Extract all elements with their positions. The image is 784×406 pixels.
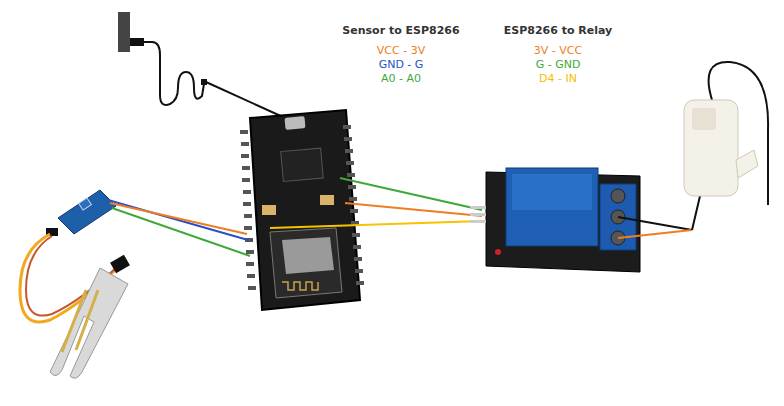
wall-socket xyxy=(118,12,130,52)
pin-mapping: A0 - A0 xyxy=(381,72,421,85)
usb-cable xyxy=(144,42,204,105)
pin-mapping: G - GND xyxy=(536,58,581,71)
vcc-wire xyxy=(345,203,482,216)
pump-wire xyxy=(618,217,692,230)
button xyxy=(262,205,276,215)
pump-wire xyxy=(692,196,700,230)
pin-mapping: VCC - 3V xyxy=(377,44,425,57)
pin-mapping: D4 - IN xyxy=(539,72,577,85)
signal-wire xyxy=(270,221,482,228)
a0-wire xyxy=(112,208,250,256)
led xyxy=(495,249,501,255)
pump-wire xyxy=(618,230,692,238)
screw xyxy=(611,189,625,203)
pump-body xyxy=(684,100,738,196)
button xyxy=(320,195,334,205)
soil-probe xyxy=(50,268,128,378)
usb-chip xyxy=(281,148,323,181)
pin-mapping: GND - G xyxy=(379,58,424,71)
usb-port xyxy=(285,116,306,130)
sensor-module xyxy=(58,190,116,234)
esp-shield xyxy=(282,237,334,274)
relay-pin xyxy=(470,213,486,216)
antenna xyxy=(282,282,318,290)
pin-row xyxy=(240,130,256,290)
section-heading: Sensor to ESP8266 xyxy=(342,24,459,37)
pump-outlet xyxy=(736,150,758,178)
plug xyxy=(130,38,144,46)
relay-pin xyxy=(470,206,486,209)
relay-face xyxy=(512,174,592,210)
probe-trace xyxy=(62,290,98,352)
section-heading: ESP8266 to Relay xyxy=(504,24,613,37)
probe-header xyxy=(110,255,130,273)
relay-block xyxy=(506,168,598,246)
vcc-wire xyxy=(110,203,247,234)
pin-mapping: 3V - VCC xyxy=(534,44,582,57)
relay-pin xyxy=(470,220,486,223)
gnd-wire xyxy=(108,200,248,240)
potentiometer xyxy=(79,198,92,210)
nodemcu-board xyxy=(250,110,360,310)
esp-module xyxy=(270,228,342,298)
pump-cap xyxy=(692,108,716,130)
